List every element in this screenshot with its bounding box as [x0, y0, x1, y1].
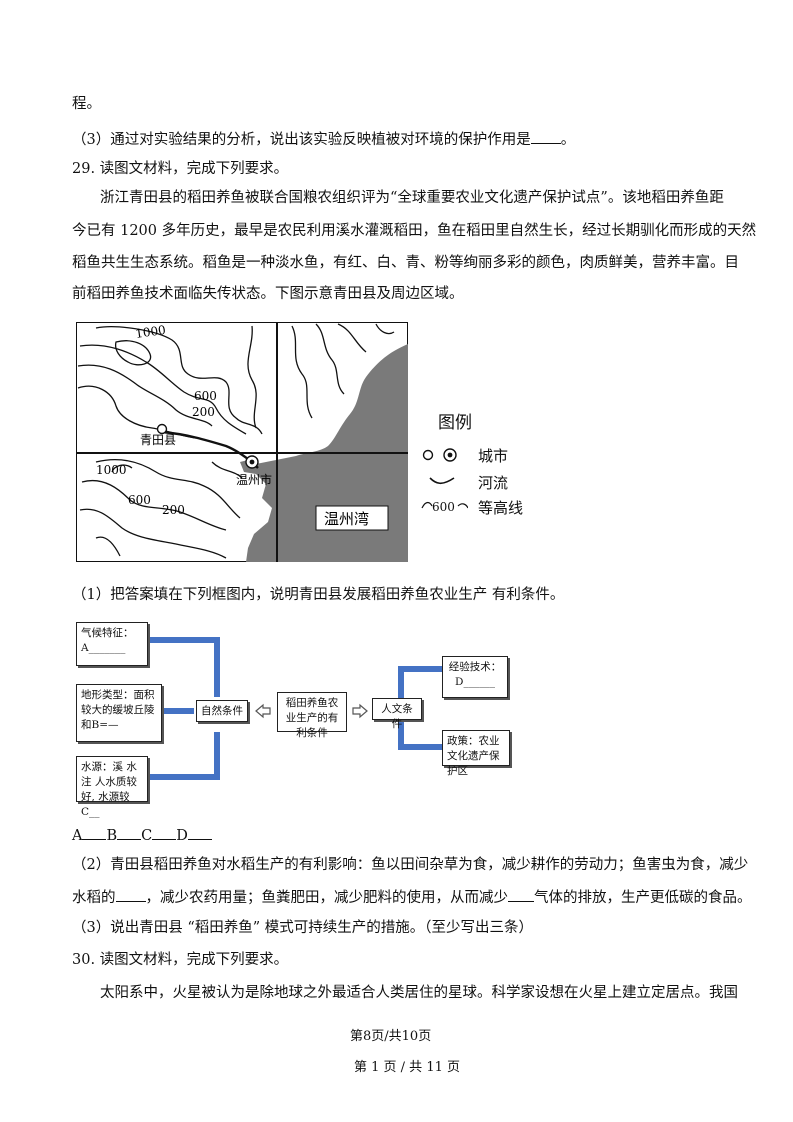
answer-blank-C[interactable]: [152, 825, 177, 840]
favorable-conditions-box: 稻田养鱼农业生产的有利条件: [277, 692, 347, 739]
contour-label: 200: [162, 503, 185, 517]
paragraph-line: 前稻田养鱼技术面临失传状态。下图示意青田县及周边区域。: [72, 286, 464, 302]
arrow-left-icon: [255, 703, 271, 719]
question-1-text: （1）把答案填在下列框图内，说明青田县发展稻田养鱼农业生产 有利条件。: [72, 587, 565, 603]
question-29-heading: 29. 读图文材料，完成下列要求。: [72, 161, 289, 177]
arrow-right-icon: [352, 703, 368, 719]
paragraph-line: 浙江青田县的稻田养鱼被联合国粮农组织评为“全球重要农业文化遗产保护试点”。该地稻…: [100, 190, 724, 206]
paragraph-line: 今已有 1200 多年历史，最早是农民利用溪水灌溉稻田，鱼在稻田里自然生长，经过…: [72, 223, 757, 239]
experience-label: 经验技术：: [448, 661, 502, 673]
contour-label: 1000: [96, 463, 127, 477]
answer-blank-q2-1[interactable]: [115, 887, 146, 902]
answer-blank-D[interactable]: [187, 825, 212, 840]
policy-box: 政策：农业文化遗产保护区: [442, 730, 510, 777]
river-icon: [429, 477, 455, 485]
human-conditions-box: 人文条件: [372, 698, 422, 730]
question-3-end: 。: [560, 132, 576, 148]
question-2-line-2: 水稻的，减少农药用量；鱼粪肥田，减少肥料的使用，从而减少气体的排放，生产更低碳的…: [72, 887, 752, 908]
paragraph-line: 太阳系中，火星被认为是除地球之外最适合人类居住的星球。科学家设想在火星上建立定居…: [100, 985, 738, 1001]
answer-blank-A[interactable]: [82, 825, 107, 840]
climate-blank-A[interactable]: A_______: [81, 642, 126, 654]
legend-contour-sample: 600: [432, 500, 455, 514]
answer-blank-q2-2[interactable]: [508, 887, 534, 902]
question-3-line: （3）说出青田县 “稻田养鱼” 模式可持续生产的措施。（至少写出三条）: [72, 920, 534, 936]
question-30-heading: 30. 读图文材料，完成下列要求。: [72, 952, 289, 968]
text-line-1: 程。: [72, 96, 101, 112]
legend-title: 图例: [438, 413, 472, 433]
inner-page-number: 第8页/共10页: [350, 1029, 432, 1044]
legend-contour-label: 等高线: [478, 499, 524, 517]
question-3-line: （3）通过对实验结果的分析，说出该实验反映植被对环境的保护作用是 。: [72, 129, 575, 150]
legend-city-label: 城市: [478, 447, 509, 465]
contour-label: 600: [194, 389, 217, 403]
qingtian-city-marker: [156, 423, 168, 435]
contour-label: 1000: [134, 323, 166, 341]
contour-label: 200: [192, 405, 215, 419]
experience-box: 经验技术： D______: [442, 656, 508, 698]
legend-symbols: [421, 448, 468, 509]
question-3-text: （3）通过对实验结果的分析，说出该实验反映植被对环境的保护作用是: [72, 132, 531, 148]
climate-box: 气候特征： A_______: [76, 622, 148, 666]
answer-blank-B[interactable]: [117, 825, 142, 840]
climate-label: 气候特征：: [81, 627, 134, 639]
water-source-box: 水源：溪 水 注 人水质较好, 水源较C__: [76, 756, 148, 818]
paragraph-line: 稻鱼共生生态系统。稻鱼是一种淡水鱼，有红、白、青、粉等绚丽多彩的颜色，肉质鲜美，…: [72, 255, 739, 271]
natural-conditions-box: 自然条件: [196, 700, 248, 722]
terrain-box: 地形类型：面积较大的缓坡丘陵和B=—: [76, 684, 162, 742]
bay-label: 温州湾: [324, 510, 369, 528]
outer-page-number: 第 1 页 / 共 11 页: [354, 1060, 460, 1075]
city-label: 青田县: [140, 433, 176, 447]
contour-label: 600: [128, 493, 151, 507]
regional-map: 1000 600 200 青田县 温州市 1000 600 200 温州湾: [76, 322, 408, 562]
answer-blank[interactable]: [530, 129, 561, 144]
legend-river-label: 河流: [478, 474, 509, 492]
question-2-line-1: （2）青田县稻田养鱼对水稻生产的有利影响：鱼以田间杂草为食，减少耕作的劳动力；鱼…: [72, 857, 749, 873]
city-small-icon: [422, 449, 434, 461]
experience-blank-D[interactable]: D______: [455, 676, 495, 688]
city-label: 温州市: [236, 472, 272, 487]
